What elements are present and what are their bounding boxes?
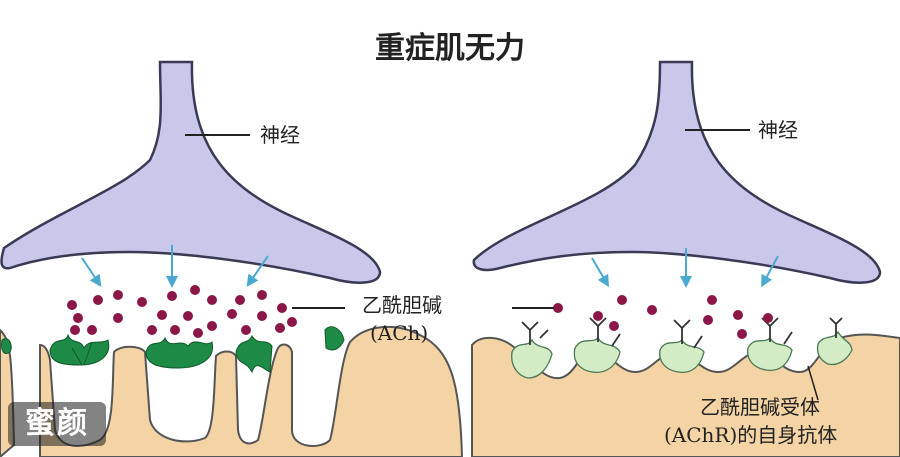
watermark-logo: 蜜颜 [8, 402, 106, 446]
ach-label-line1: 乙酰胆碱 [362, 293, 442, 317]
ach-label-line2: (ACh) [370, 321, 428, 345]
left-arrow-3 [246, 255, 269, 287]
right-nerve-terminal [472, 60, 882, 284]
antibody-label-line2: (AChR)的自身抗体 [664, 423, 837, 447]
right-arrow-3 [761, 255, 779, 288]
left-arrow-1 [81, 257, 102, 287]
left-nerve-label: 神经 [260, 123, 300, 147]
right-nerve-label: 神经 [758, 118, 798, 142]
left-nerve-terminal [0, 60, 382, 284]
right-arrow-1 [591, 257, 610, 288]
right-blocked-receptors [511, 330, 853, 379]
left-ach-molecules [67, 285, 297, 338]
right-autoantibodies [521, 317, 843, 349]
right-antibody-pointer [807, 365, 819, 401]
right-ach-molecules [553, 295, 773, 339]
antibody-label-line1: 乙酰胆碱受体 [700, 395, 820, 419]
left-receptors [1, 326, 345, 374]
diagram-title: 重症肌无力 [375, 31, 525, 66]
